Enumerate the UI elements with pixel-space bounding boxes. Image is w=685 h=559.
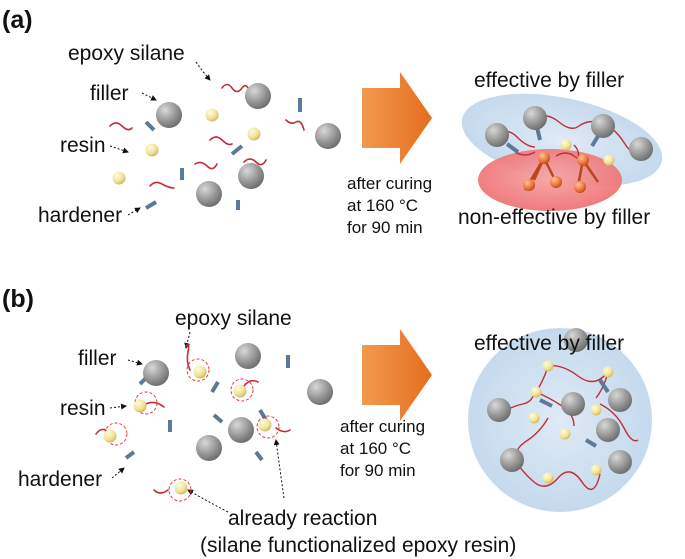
panel-b-silane-chains — [95, 344, 291, 494]
filler-particle — [228, 417, 254, 443]
filler-particle — [500, 448, 524, 472]
resin-particle — [528, 412, 540, 424]
resin-particle — [602, 366, 614, 378]
panel-a-filler-label: filler — [90, 82, 129, 105]
resin-particle — [542, 472, 554, 484]
resin-particle — [174, 481, 188, 495]
panel-b-reaction-note-line-1: already reaction — [228, 507, 377, 530]
filler-particle — [523, 106, 547, 130]
resin-particle — [258, 418, 272, 432]
resin-particle — [542, 360, 554, 372]
resin-particle — [103, 429, 117, 443]
panel-a-effective-label: effective by filler — [474, 69, 624, 92]
resin-particle — [205, 108, 219, 122]
filler-particle — [143, 360, 169, 386]
panel-a-non-effective-label: non-effective by filler — [458, 206, 650, 229]
panel-b-reaction-note-line-2: (silane functionalized epoxy resin) — [200, 534, 516, 557]
panel-b-network-rods — [539, 378, 610, 448]
resin-particle — [560, 139, 572, 151]
filler-particle — [245, 83, 271, 109]
panel-a-result: effective by filler non-effective by fil… — [458, 69, 663, 229]
resin-particle — [193, 365, 207, 379]
panel-b-result: effective by filler — [468, 328, 652, 512]
resin-particle — [603, 154, 615, 166]
panel-b-hardener-rods — [124, 355, 290, 462]
resin-particle — [233, 384, 247, 398]
filler-particle — [561, 392, 585, 416]
filler-particle — [315, 123, 341, 149]
filler-particle — [629, 137, 653, 161]
panel-a-non-effective-zone — [478, 149, 622, 211]
reacted-node — [523, 179, 535, 191]
reacted-node — [577, 154, 589, 166]
resin-particle — [590, 404, 602, 416]
panel-a-fillers — [156, 83, 341, 207]
resin-particle — [247, 127, 261, 141]
filler-particle — [608, 450, 632, 474]
panel-a-label: (a) — [2, 6, 33, 34]
panel-b-hardener-label: hardener — [18, 468, 102, 491]
panel-a-leader-arrows — [109, 61, 211, 216]
panel-a: (a) epoxy silane filler resin hardener — [2, 6, 663, 237]
filler-particle — [307, 379, 333, 405]
panel-b-fillers — [143, 343, 333, 461]
panel-a-hardener-label: hardener — [38, 204, 122, 227]
filler-particle — [591, 114, 615, 138]
filler-particle — [596, 418, 620, 442]
panel-a-resin-label: resin — [60, 134, 106, 157]
filler-particle — [156, 102, 182, 128]
panel-b-caption-line-1: after curing — [340, 417, 425, 436]
filler-particle — [235, 343, 261, 369]
resin-particle — [590, 464, 602, 476]
reacted-node — [574, 181, 586, 193]
reacted-node — [550, 176, 562, 188]
panel-b-caption-line-3: for 90 min — [340, 461, 416, 480]
panel-b-filler-label: filler — [78, 347, 117, 370]
panel-b: (b) epoxy silane filler resin hardener — [2, 285, 652, 557]
panel-b-caption-line-2: at 160 °C — [340, 439, 411, 458]
panel-b-epoxy-silane-label: epoxy silane — [175, 307, 292, 330]
panel-a-caption-line-2: at 160 °C — [347, 196, 418, 215]
panel-a-caption-line-1: after curing — [347, 174, 432, 193]
filler-particle — [485, 123, 509, 147]
filler-particle — [196, 435, 222, 461]
panel-a-curing-arrow — [362, 72, 432, 164]
panel-b-reacted-resins — [103, 358, 280, 502]
panel-a-epoxy-silane-label: epoxy silane — [68, 42, 185, 65]
filler-particle — [238, 163, 264, 189]
resin-particle — [559, 428, 571, 440]
resin-particle — [133, 399, 147, 413]
filler-particle — [487, 398, 511, 422]
panel-b-curing-arrow — [362, 329, 432, 421]
filler-particle — [196, 181, 222, 207]
reacted-node — [538, 152, 550, 164]
panel-a-hardener-rods — [144, 98, 302, 210]
panel-a-resins — [112, 108, 261, 185]
panel-a-silane-chains — [109, 83, 305, 189]
filler-particle — [608, 388, 632, 412]
panel-b-resin-label: resin — [60, 397, 106, 420]
filler-particle — [564, 328, 588, 352]
resin-particle — [112, 171, 126, 185]
resin-particle — [145, 143, 159, 157]
resin-particle — [530, 386, 542, 398]
panel-a-caption-line-3: for 90 min — [347, 218, 423, 237]
panel-b-label: (b) — [2, 285, 34, 313]
panel-b-effective-label: effective by filler — [474, 332, 624, 355]
